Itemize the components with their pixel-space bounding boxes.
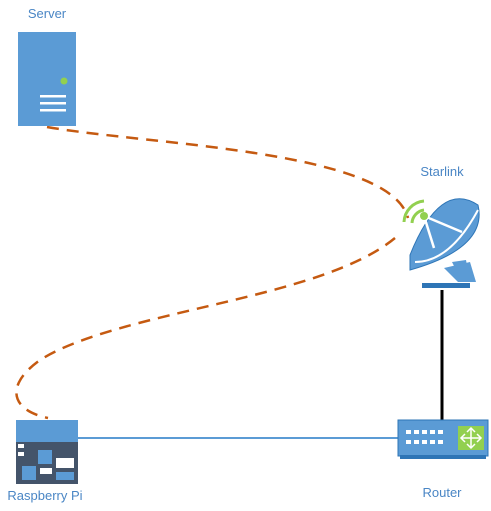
satellite-dish-icon	[402, 198, 480, 288]
router-node: Router	[397, 419, 489, 500]
server-icon	[18, 32, 76, 126]
raspberry-pi-node: Raspberry Pi	[7, 420, 83, 503]
starlink-label: Starlink	[420, 164, 464, 179]
raspberry-pi-board-icon	[16, 420, 78, 484]
raspberry-pi-label: Raspberry Pi	[7, 488, 82, 503]
starlink-node: Starlink	[402, 164, 480, 288]
link-starlink-raspberry-pi	[15, 237, 396, 420]
links	[15, 125, 444, 439]
server-node: Server	[18, 6, 76, 126]
router-label: Router	[422, 485, 462, 500]
router-icon	[397, 419, 489, 459]
server-label: Server	[28, 6, 67, 21]
link-server-starlink	[46, 125, 410, 219]
